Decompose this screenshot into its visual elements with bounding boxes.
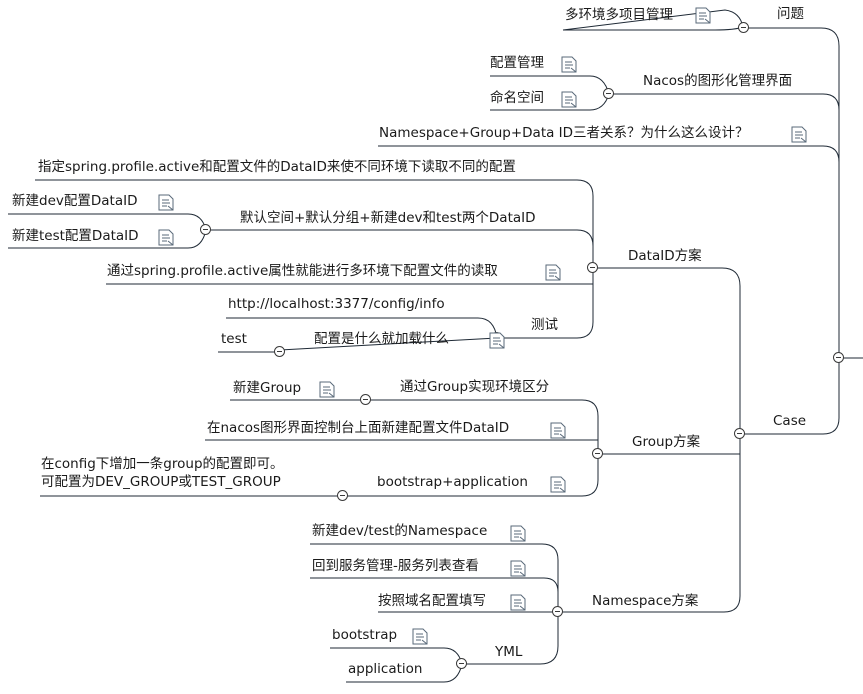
topic-group-plan[interactable]: Group方案 bbox=[632, 434, 701, 450]
note-icon[interactable] bbox=[560, 56, 578, 73]
topic-test-url[interactable]: http://localhost:3377/config/info bbox=[228, 296, 445, 312]
note-icon[interactable] bbox=[488, 332, 506, 349]
note-icon[interactable] bbox=[790, 126, 808, 143]
topic-bootstrap-app[interactable]: bootstrap+application bbox=[377, 474, 528, 490]
topic-bootstrap[interactable]: bootstrap bbox=[332, 627, 398, 643]
topic-dataid-plan[interactable]: DataID方案 bbox=[628, 248, 702, 264]
topic-problem-item[interactable]: 多环境多项目管理 bbox=[565, 7, 673, 23]
topic-nacos-ui[interactable]: Nacos的图形化管理界面 bbox=[643, 73, 793, 89]
collapse-toggle-icon[interactable] bbox=[456, 658, 467, 669]
topic-test-node[interactable]: 测试 bbox=[531, 317, 558, 333]
topic-new-dev[interactable]: 新建dev配置DataID bbox=[12, 193, 138, 209]
topic-new-test[interactable]: 新建test配置DataID bbox=[12, 228, 139, 244]
topic-config-mgmt[interactable]: 配置管理 bbox=[490, 55, 544, 71]
collapse-toggle-icon[interactable] bbox=[337, 490, 348, 501]
note-icon[interactable] bbox=[509, 560, 527, 577]
collapse-toggle-icon[interactable] bbox=[360, 394, 371, 405]
note-icon[interactable] bbox=[318, 381, 336, 398]
topic-new-group[interactable]: 新建Group bbox=[233, 380, 302, 396]
collapse-toggle-icon[interactable] bbox=[833, 352, 844, 363]
collapse-toggle-icon[interactable] bbox=[552, 606, 563, 617]
topic-group-env[interactable]: 通过Group实现环境区分 bbox=[400, 379, 550, 395]
collapse-toggle-icon[interactable] bbox=[592, 448, 603, 459]
topic-profile-read[interactable]: 通过spring.profile.active属性就能进行多环境下配置文件的读取 bbox=[107, 263, 498, 279]
note-icon[interactable] bbox=[549, 422, 567, 439]
topic-test-leaf[interactable]: test bbox=[221, 331, 247, 347]
note-icon[interactable] bbox=[694, 7, 712, 24]
topic-service-list[interactable]: 回到服务管理-服务列表查看 bbox=[312, 558, 479, 574]
topic-group-config-line2[interactable]: 可配置为DEV_GROUP或TEST_GROUP bbox=[41, 474, 281, 490]
topic-case[interactable]: Case bbox=[773, 413, 807, 429]
collapse-toggle-icon[interactable] bbox=[587, 262, 598, 273]
collapse-toggle-icon[interactable] bbox=[274, 346, 285, 357]
topic-new-ns[interactable]: 新建dev/test的Namespace bbox=[312, 523, 488, 539]
topic-default-space[interactable]: 默认空间+默认分组+新建dev和test两个DataID bbox=[240, 210, 536, 226]
note-icon[interactable] bbox=[560, 91, 578, 108]
topic-namespace-plan[interactable]: Namespace方案 bbox=[592, 593, 699, 609]
note-icon[interactable] bbox=[157, 229, 175, 246]
note-icon[interactable] bbox=[549, 476, 567, 493]
topic-new-dataid-console[interactable]: 在nacos图形界面控制台上面新建配置文件DataID bbox=[207, 420, 510, 436]
topic-domain-config[interactable]: 按照域名配置填写 bbox=[378, 593, 486, 609]
note-icon[interactable] bbox=[411, 628, 429, 645]
topic-group-config-line1[interactable]: 在config下增加一条group的配置即可。 bbox=[41, 456, 284, 472]
topic-yml[interactable]: YML bbox=[495, 644, 523, 660]
note-icon[interactable] bbox=[509, 525, 527, 542]
topic-application[interactable]: application bbox=[348, 661, 423, 677]
collapse-toggle-icon[interactable] bbox=[603, 88, 614, 99]
topic-relation-question[interactable]: Namespace+Group+Data ID三者关系？为什么这么设计？ bbox=[379, 125, 749, 141]
topic-problem[interactable]: 问题 bbox=[777, 6, 804, 22]
topic-namespace-space[interactable]: 命名空间 bbox=[490, 90, 544, 106]
note-icon[interactable] bbox=[157, 194, 175, 211]
topic-dataid-desc[interactable]: 指定spring.profile.active和配置文件的DataID来使不同环… bbox=[38, 159, 516, 175]
note-icon[interactable] bbox=[544, 264, 562, 281]
topic-load-what[interactable]: 配置是什么就加载什么 bbox=[314, 331, 449, 347]
note-icon[interactable] bbox=[509, 594, 527, 611]
collapse-toggle-icon[interactable] bbox=[734, 428, 745, 439]
collapse-toggle-icon[interactable] bbox=[200, 224, 211, 235]
collapse-toggle-icon[interactable] bbox=[738, 22, 749, 33]
